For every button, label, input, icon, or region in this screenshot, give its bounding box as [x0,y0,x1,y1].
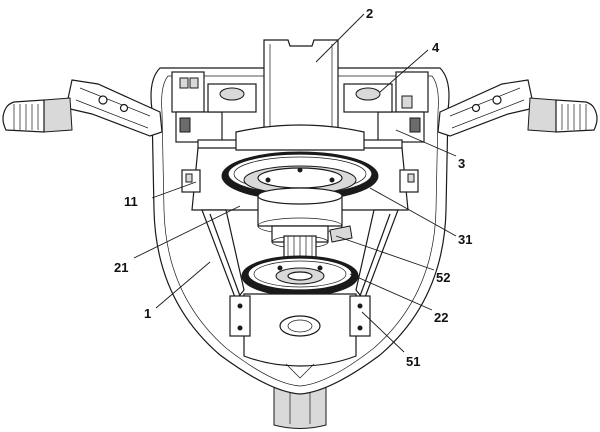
label-4: 4 [432,40,440,55]
ring-gear [221,151,379,201]
label-11: 11 [124,194,138,209]
bottom-bracket [229,293,371,379]
label-21: 21 [114,260,128,275]
label-52: 52 [436,270,450,285]
label-3: 3 [458,156,465,171]
label-31: 31 [458,232,472,247]
label-2: 2 [366,6,373,21]
label-1: 1 [144,306,151,321]
right-handle [437,79,598,137]
driven-gear [241,255,359,297]
left-handle [2,79,163,137]
column-flange [235,124,365,151]
label-51: 51 [406,354,420,369]
label-22: 22 [434,310,448,325]
leader-lines [133,13,457,353]
lower-frame [201,209,399,302]
